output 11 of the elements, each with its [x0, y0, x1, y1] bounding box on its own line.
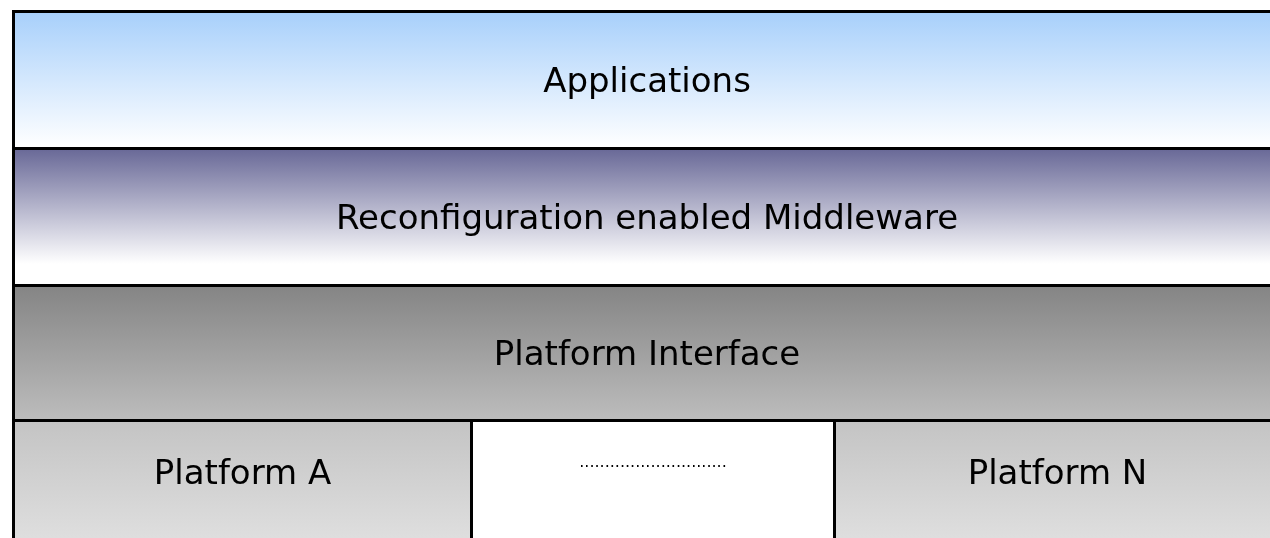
ellipsis-text: .............................	[579, 452, 727, 471]
layer-band	[12, 147, 1270, 287]
layer-label: Platform Interface	[493, 333, 801, 373]
layer-label: Platform N	[967, 452, 1148, 492]
platform-box	[12, 419, 473, 538]
layer-band	[12, 10, 1270, 150]
layer-label: Applications	[543, 60, 751, 100]
platform-box	[833, 419, 1270, 538]
layer-band	[12, 284, 1270, 422]
layer-label: Platform A	[153, 452, 332, 492]
layer-label: Reconfiguration enabled Middleware	[335, 197, 959, 237]
